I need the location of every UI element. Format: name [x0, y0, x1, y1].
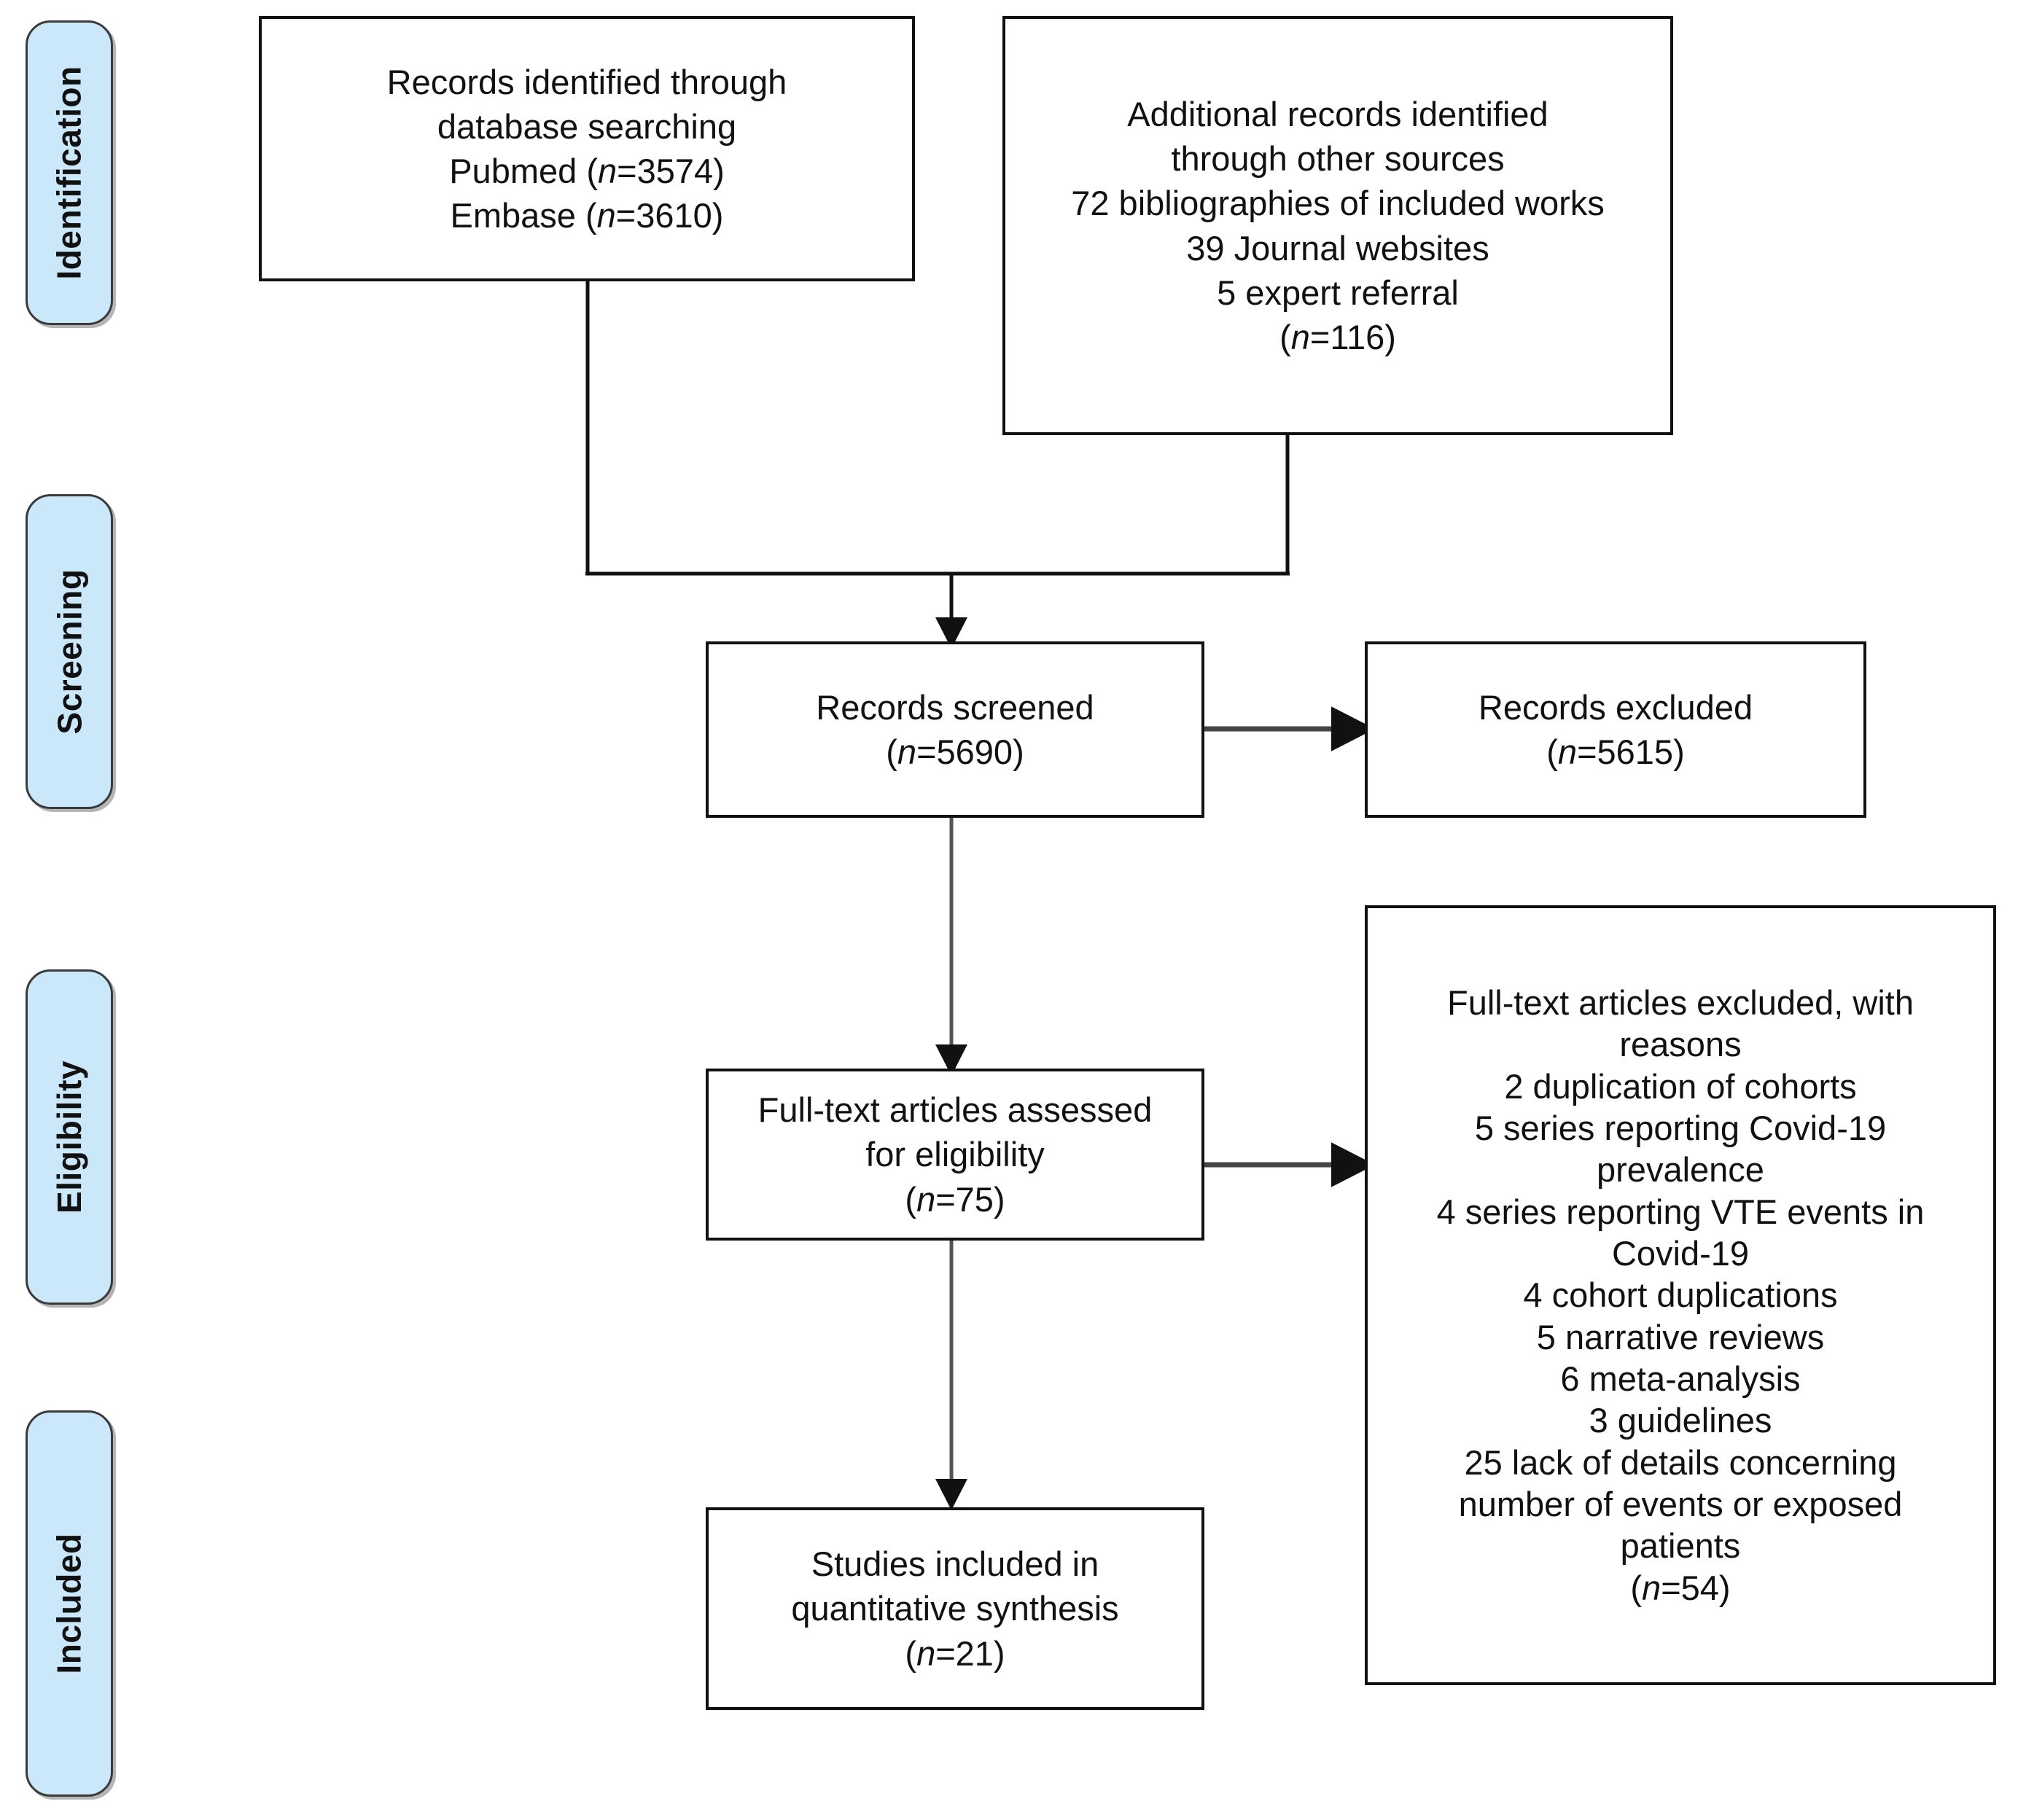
line-2: database searching	[437, 106, 737, 146]
stage-pill-eligibility: Eligibility	[26, 969, 113, 1305]
line-3: Pubmed (n=3574)	[449, 152, 725, 190]
line-4: 5 series reporting Covid-19	[1474, 1109, 1887, 1148]
box-full-text-excluded-reasons-text: Full-text articles excluded, with reason…	[1437, 982, 1925, 1609]
box-additional-records-other-sources-text: Additional records identified through ot…	[1071, 92, 1605, 359]
line-8: 4 cohort duplications	[1523, 1276, 1838, 1315]
connector-identification-merge	[585, 281, 1290, 576]
line-1: Full-text articles excluded, with	[1447, 983, 1914, 1023]
box-full-text-excluded-reasons: Full-text articles excluded, with reason…	[1365, 905, 1996, 1685]
line-4: Embase (n=3610)	[450, 196, 724, 235]
stage-label-eligibility: Eligibility	[50, 1061, 88, 1214]
line-2: through other sources	[1171, 139, 1505, 179]
line-1: Records excluded	[1478, 687, 1753, 727]
line-2: reasons	[1619, 1025, 1742, 1064]
box-full-text-assessed-text: Full-text articles assessed for eligibil…	[758, 1087, 1153, 1221]
line-2: (n=5690)	[886, 733, 1024, 771]
line-7: Covid-19	[1611, 1234, 1750, 1273]
line-6: (n=116)	[1279, 317, 1396, 356]
stage-label-identification: Identification	[50, 66, 89, 280]
stage-label-screening: Screening	[50, 569, 89, 735]
line-11: 3 guidelines	[1589, 1401, 1772, 1440]
line-1: Studies included in	[811, 1544, 1099, 1584]
line-1: Full-text articles assessed	[757, 1090, 1153, 1130]
stage-pill-included: Included	[26, 1410, 113, 1797]
box-records-screened: Records screened (n=5690)	[706, 641, 1204, 818]
stage-pill-screening: Screening	[26, 494, 113, 809]
stage-pill-identification: Identification	[26, 20, 113, 325]
line-6: 4 series reporting VTE events in	[1436, 1192, 1925, 1231]
line-14: patients	[1620, 1526, 1741, 1566]
line-2: for eligibility	[865, 1135, 1045, 1174]
line-1: Records screened	[816, 687, 1094, 727]
box-records-excluded: Records excluded (n=5615)	[1365, 641, 1866, 818]
line-2: quantitative synthesis	[791, 1589, 1119, 1628]
line-5: 5 expert referral	[1217, 273, 1459, 312]
box-studies-included-text: Studies included in quantitative synthes…	[791, 1542, 1118, 1675]
line-9: 5 narrative reviews	[1536, 1317, 1825, 1356]
line-12: 25 lack of details concerning	[1464, 1442, 1897, 1482]
line-13: number of events or exposed	[1458, 1484, 1903, 1523]
box-records-screened-text: Records screened (n=5690)	[816, 685, 1094, 774]
line-5: prevalence	[1597, 1150, 1764, 1190]
box-records-identified-database: Records identified through database sear…	[259, 16, 915, 281]
box-additional-records-other-sources: Additional records identified through ot…	[1002, 16, 1673, 435]
stage-label-included: Included	[50, 1533, 88, 1674]
box-records-identified-database-text: Records identified through database sear…	[387, 60, 787, 238]
line-3: 72 bibliographies of included works	[1071, 184, 1605, 223]
line-3: (n=21)	[905, 1633, 1005, 1673]
box-records-excluded-text: Records excluded (n=5615)	[1479, 685, 1753, 774]
line-1: Records identified through	[386, 62, 787, 101]
box-studies-included: Studies included in quantitative synthes…	[706, 1507, 1204, 1710]
line-2: (n=5615)	[1546, 733, 1685, 771]
line-10: 6 meta-analysis	[1560, 1359, 1801, 1398]
line-3: 2 duplication of cohorts	[1504, 1066, 1857, 1106]
line-1: Additional records identified	[1127, 95, 1548, 134]
line-15: (n=54)	[1630, 1568, 1731, 1607]
box-full-text-assessed: Full-text articles assessed for eligibil…	[706, 1069, 1204, 1241]
line-4: 39 Journal websites	[1186, 228, 1489, 267]
line-3: (n=75)	[905, 1179, 1005, 1219]
